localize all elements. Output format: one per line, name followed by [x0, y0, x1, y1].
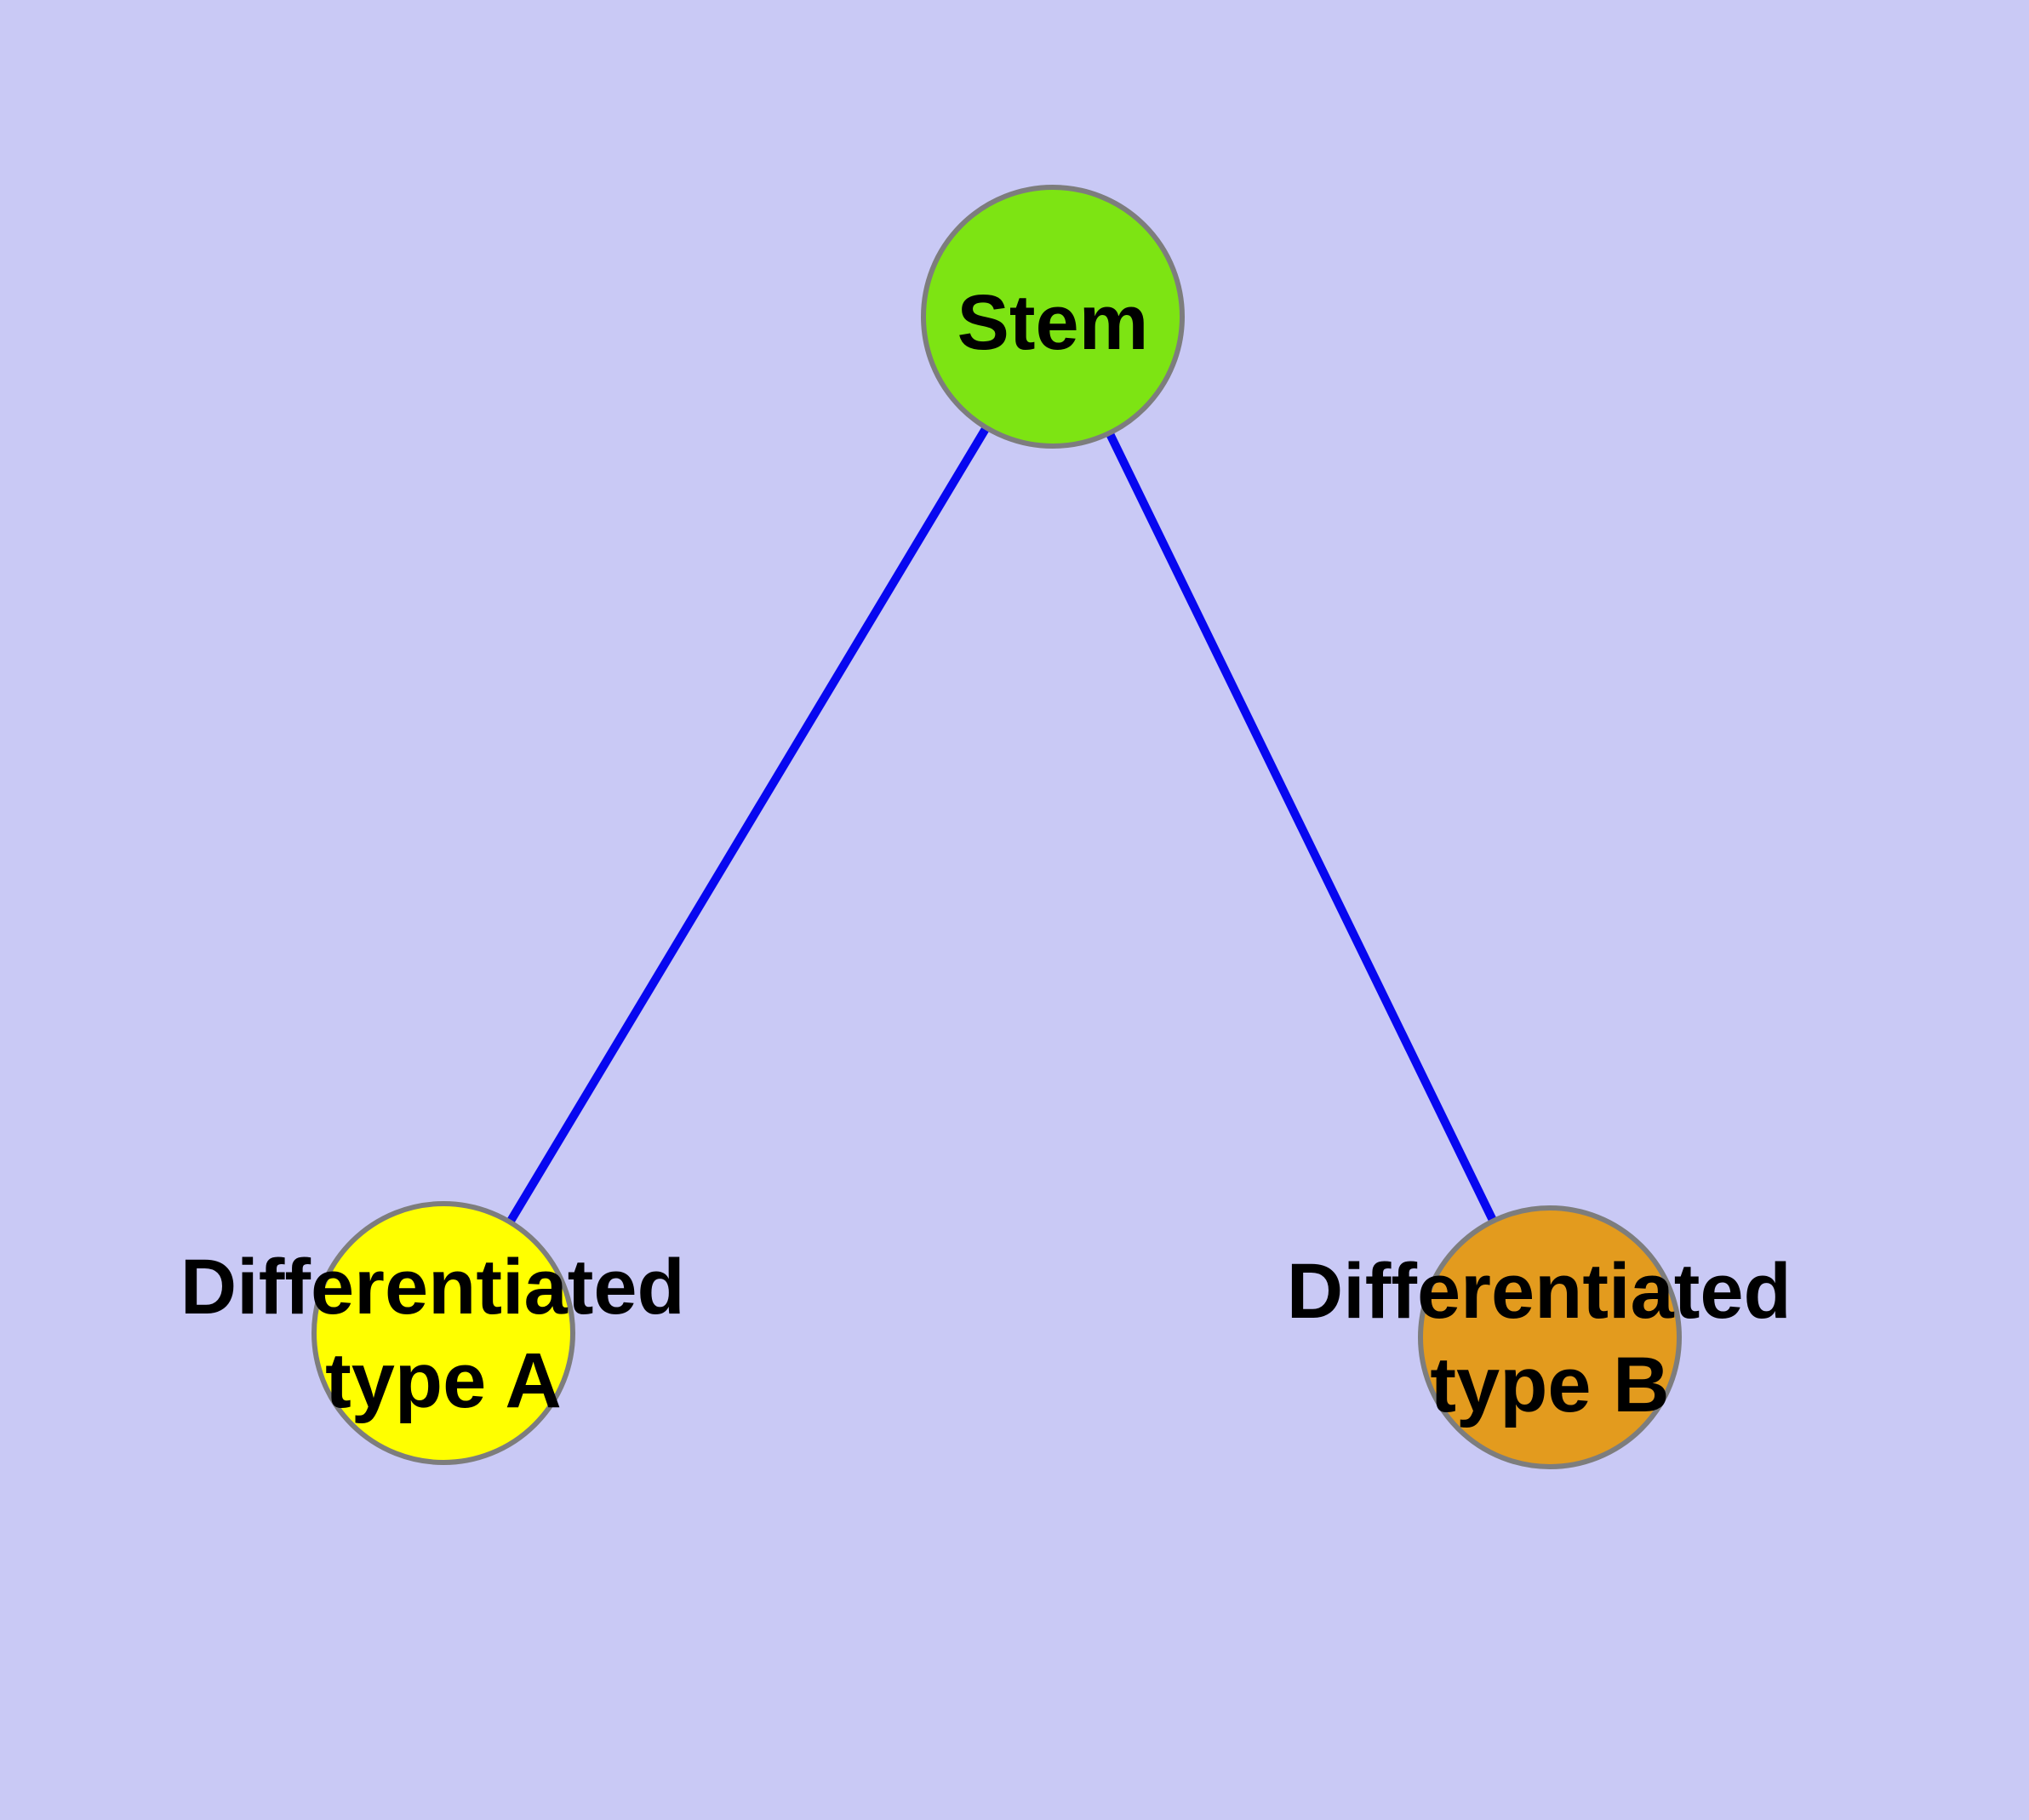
node-stem-label: Stem [957, 279, 1149, 366]
node-type-a-label-line1: Differentiated [180, 1244, 685, 1331]
edge-stem-to-type-a [439, 314, 1057, 1336]
node-type-a-label: Differentiated type A [180, 1244, 707, 1424]
node-differentiated-type-b [1418, 1205, 1682, 1469]
node-type-a-label-line2: type A [325, 1337, 562, 1424]
node-type-b-label-line1: Differentiated [1287, 1248, 1792, 1335]
node-stem [921, 185, 1185, 449]
node-type-b-label: Differentiated type B [1287, 1248, 1814, 1428]
node-differentiated-type-a [311, 1201, 575, 1465]
edge-layer [439, 314, 1554, 1340]
node-layer [311, 185, 1682, 1469]
label-layer: Stem Differentiated type A Differentiate… [180, 279, 1814, 1428]
edge-stem-to-type-b [1049, 314, 1554, 1340]
node-type-b-label-line2: type B [1430, 1342, 1669, 1428]
